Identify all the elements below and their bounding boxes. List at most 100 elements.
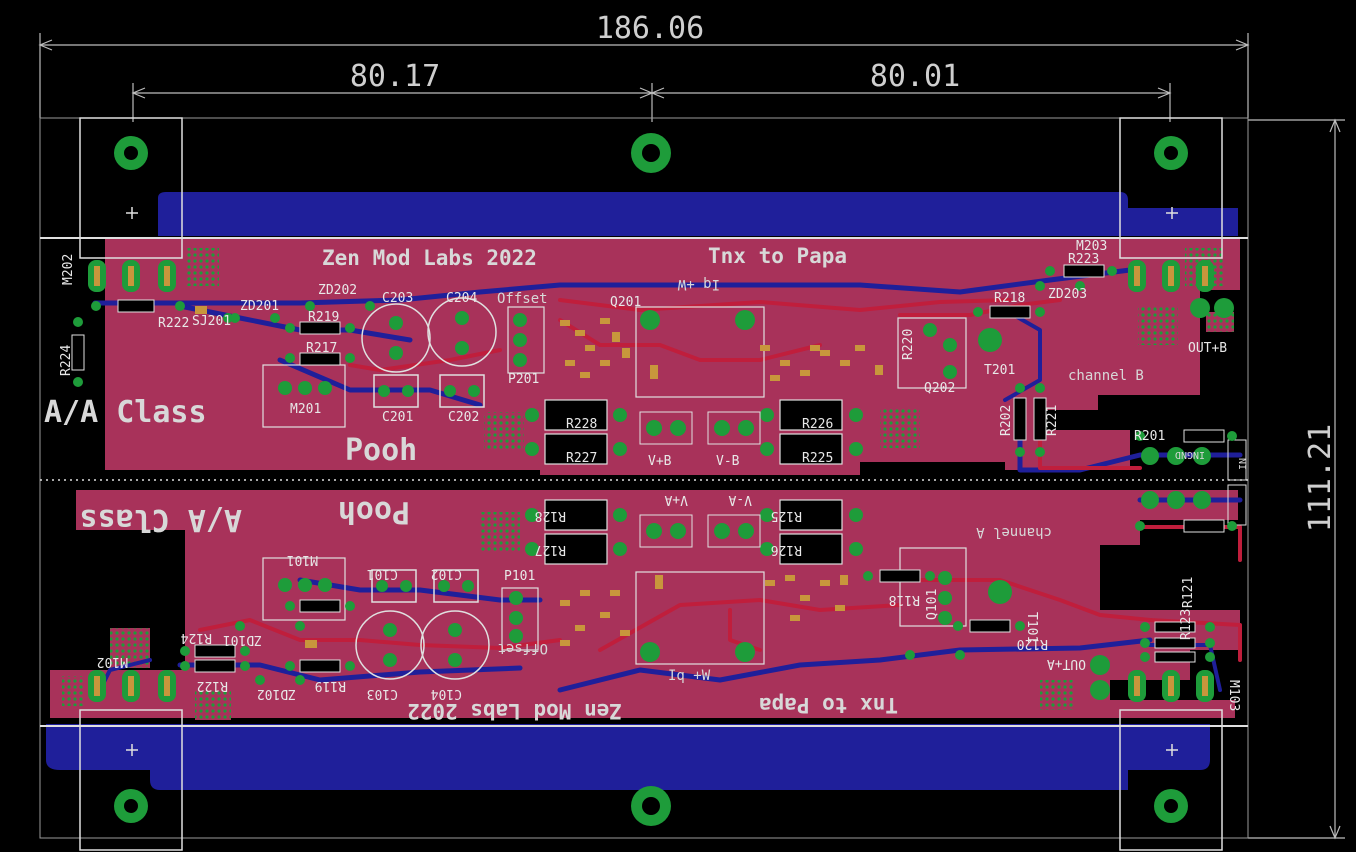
ch-b-name: Pooh [345,433,417,468]
io-connectors [1090,298,1247,700]
rail-connectors [639,411,761,548]
ch-b-mosfet-left: M202 [61,254,76,285]
refdes-c104: C104 [431,686,462,701]
ch-a-channel: channel A [976,524,1052,540]
ch-b-credit: Tnx to Papa [708,244,847,268]
mosfet-packages [79,117,1223,851]
ch-a-mosfet-left: M102 [97,654,128,669]
ch-b-channel: channel B [1068,368,1144,384]
refdes-r219: R219 [308,310,339,325]
power-resistor-pads [525,408,863,556]
ch-a-vpos: V+A [664,492,688,507]
refdes-t101: T101 [1024,612,1039,643]
ch-a-name: Pooh [338,494,410,529]
refdes-r125: R125 [771,508,802,523]
refdes-c204: C204 [446,291,477,306]
ch-b-vpos: V+B [648,454,672,469]
refdes-r227: R227 [566,451,597,466]
electrolytic-caps [355,297,497,680]
refdes-r127: R127 [535,542,566,557]
plus-marks [126,207,1178,756]
refdes-r118: R118 [889,592,920,607]
via-pads [73,266,1237,685]
ch-a-title: Zen Mod Labs 2022 [407,699,622,723]
refdes-c102: C102 [431,566,462,581]
ch-a-class: A/A Class [79,502,242,537]
ch-a-mosfet-right: M103 [1226,680,1241,711]
refdes-c103: C103 [367,686,398,701]
refdes-zd201: ZD201 [240,299,279,314]
ch-a-credit: Tnx to Papa [759,693,898,717]
refdes-r121: R121 [1181,577,1196,608]
ch-b-vneg: V-B [716,454,740,469]
refdes-r221: R221 [1045,405,1060,436]
ch-a-iq: Iq +W [668,668,711,684]
mounting-holes [114,133,1188,826]
refdes-zd101: ZD101 [223,632,262,647]
refdes-c201: C201 [382,410,413,425]
refdes-r225: R225 [802,451,833,466]
refdes-zd202: ZD202 [318,283,357,298]
ch-b-title: Zen Mod Labs 2022 [322,246,537,270]
refdes-r202: R202 [999,405,1014,436]
dim-left-width: 80.17 [350,59,440,94]
refdes-m201: M201 [290,402,321,417]
ch-b-offset: Offset [497,291,548,307]
ch-b-class: A/A Class [44,395,207,430]
input-label: IN [1238,458,1249,470]
dim-total-width: 186.06 [596,11,704,46]
refdes-r223: R223 [1068,252,1099,267]
power-resistors [544,399,843,565]
refdes-t201: T201 [984,363,1015,378]
ch-a-offset: Offset [497,640,548,656]
refdes-zd203: ZD203 [1048,287,1087,302]
top-copper-pours [50,238,1240,718]
refdes-q201: Q201 [610,295,641,310]
refdes-r128: R128 [535,508,566,523]
refdes-r201: R201 [1134,429,1165,444]
silk-dividers [40,237,1248,727]
dim-height: 111.21 [1303,424,1338,532]
input-gnd-label: INGND [1175,449,1205,460]
board-outline [39,117,1249,839]
ch-b-iq: Iq +W [677,276,720,292]
refdes-zd102: ZD102 [257,686,296,701]
dimension-lines [38,33,1345,840]
small-resistors [71,264,1225,673]
cap-pads [376,311,480,667]
ch-b-mosfet-right: M203 [1076,239,1107,254]
mosfet-leg-pads [88,260,1214,702]
ch-a-vneg: V-A [728,492,752,507]
refdes-r222: R222 [158,316,189,331]
refdes-c202: C202 [448,410,479,425]
refdes-c101: C101 [367,566,398,581]
refdes-r119: R119 [315,678,346,693]
refdes-r120: R120 [1017,636,1048,651]
dim-right-width: 80.01 [870,59,960,94]
refdes-sj201: SJ201 [192,314,231,329]
refdes-r220: R220 [901,329,916,360]
refdes-r124: R124 [181,630,212,645]
refdes-r122: R122 [197,678,228,693]
refdes-r224: R224 [59,345,74,376]
ch-b-out: OUT+B [1188,341,1227,356]
refdes-p201: P201 [508,372,539,387]
refdes-r226: R226 [802,417,833,432]
refdes-r217: R217 [306,341,337,356]
refdes-c203: C203 [382,291,413,306]
driver-outlines [262,306,967,665]
refdes-m101: M101 [287,552,318,567]
driver-pads [278,310,1012,662]
refdes-r126: R126 [771,542,802,557]
refdes-p101: P101 [504,569,535,584]
refdes-r228: R228 [566,417,597,432]
smd-parts [195,306,883,648]
refdes-r123: R123 [1179,609,1194,640]
refdes-q202: Q202 [924,381,955,396]
refdes-r218: R218 [994,291,1025,306]
ch-a-out: OUT+A [1047,656,1086,671]
refdes-q101: Q101 [925,589,940,620]
bottom-copper-pours [46,192,1238,790]
